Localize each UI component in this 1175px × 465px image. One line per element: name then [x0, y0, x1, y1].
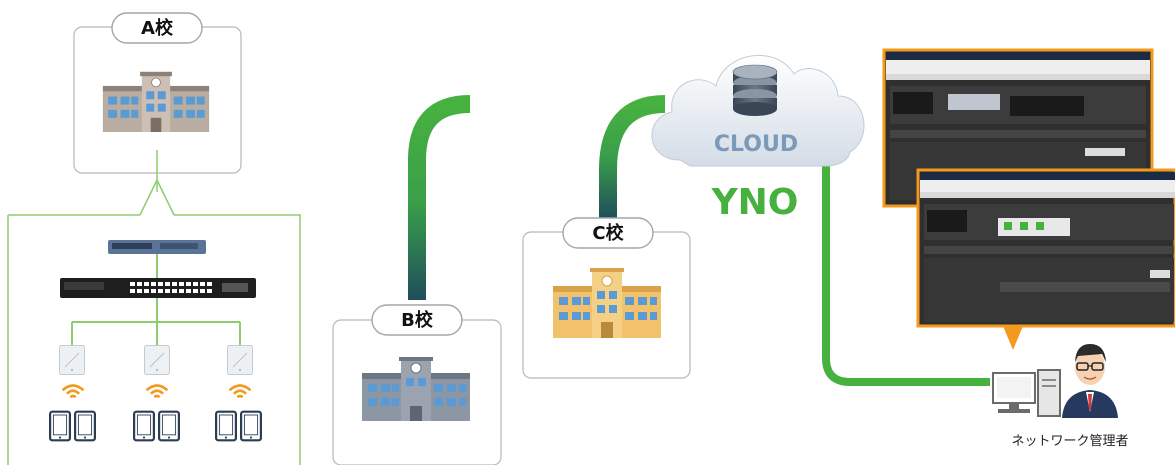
wifi-icon — [145, 384, 169, 399]
arrow-c-to-cloud — [599, 95, 666, 218]
school-a-callout — [139, 150, 175, 216]
school-c-label: C校 — [592, 222, 624, 244]
access-point-icon — [59, 345, 85, 375]
wifi-icon — [61, 384, 85, 399]
tablet-icon — [133, 410, 155, 442]
computer-icon — [992, 369, 1061, 417]
cloud: CLOUD — [651, 54, 865, 167]
school-b-tag — [371, 304, 463, 336]
access-point-icon — [227, 345, 253, 375]
detail-box — [7, 214, 301, 465]
school-a: A校 — [73, 12, 242, 174]
arrow-admin-to-cloud — [822, 160, 990, 386]
screen-callout-pointer — [1003, 326, 1023, 350]
tablet-icon — [49, 410, 71, 442]
school-b-building-icon — [362, 357, 470, 421]
school-a-label: A校 — [141, 17, 174, 39]
tablet-icon — [240, 410, 262, 442]
school-c-tag — [562, 217, 654, 249]
wifi-icon — [228, 384, 252, 399]
school-a-tag — [111, 12, 203, 44]
tablet-icon — [215, 410, 237, 442]
yno-label: YNO — [711, 182, 799, 223]
cloud-label: CLOUD — [714, 132, 798, 157]
administrator: ネットワーク管理者 — [992, 344, 1129, 449]
switch-icon — [60, 278, 256, 298]
arrow-b-to-cloud — [408, 95, 471, 300]
school-c: C校 — [522, 217, 691, 379]
management-screen-front — [916, 168, 1175, 328]
school-c-building-icon — [553, 268, 661, 338]
tablet-icon — [158, 410, 180, 442]
router-icon — [108, 240, 206, 254]
school-b-label: B校 — [401, 309, 434, 331]
school-a-network-detail — [7, 214, 301, 465]
school-b: B校 — [332, 304, 502, 465]
tablet-icon — [74, 410, 96, 442]
access-point-icon — [144, 345, 170, 375]
database-icon — [732, 64, 778, 116]
person-icon — [1062, 344, 1118, 418]
admin-label: ネットワーク管理者 — [1011, 434, 1128, 449]
